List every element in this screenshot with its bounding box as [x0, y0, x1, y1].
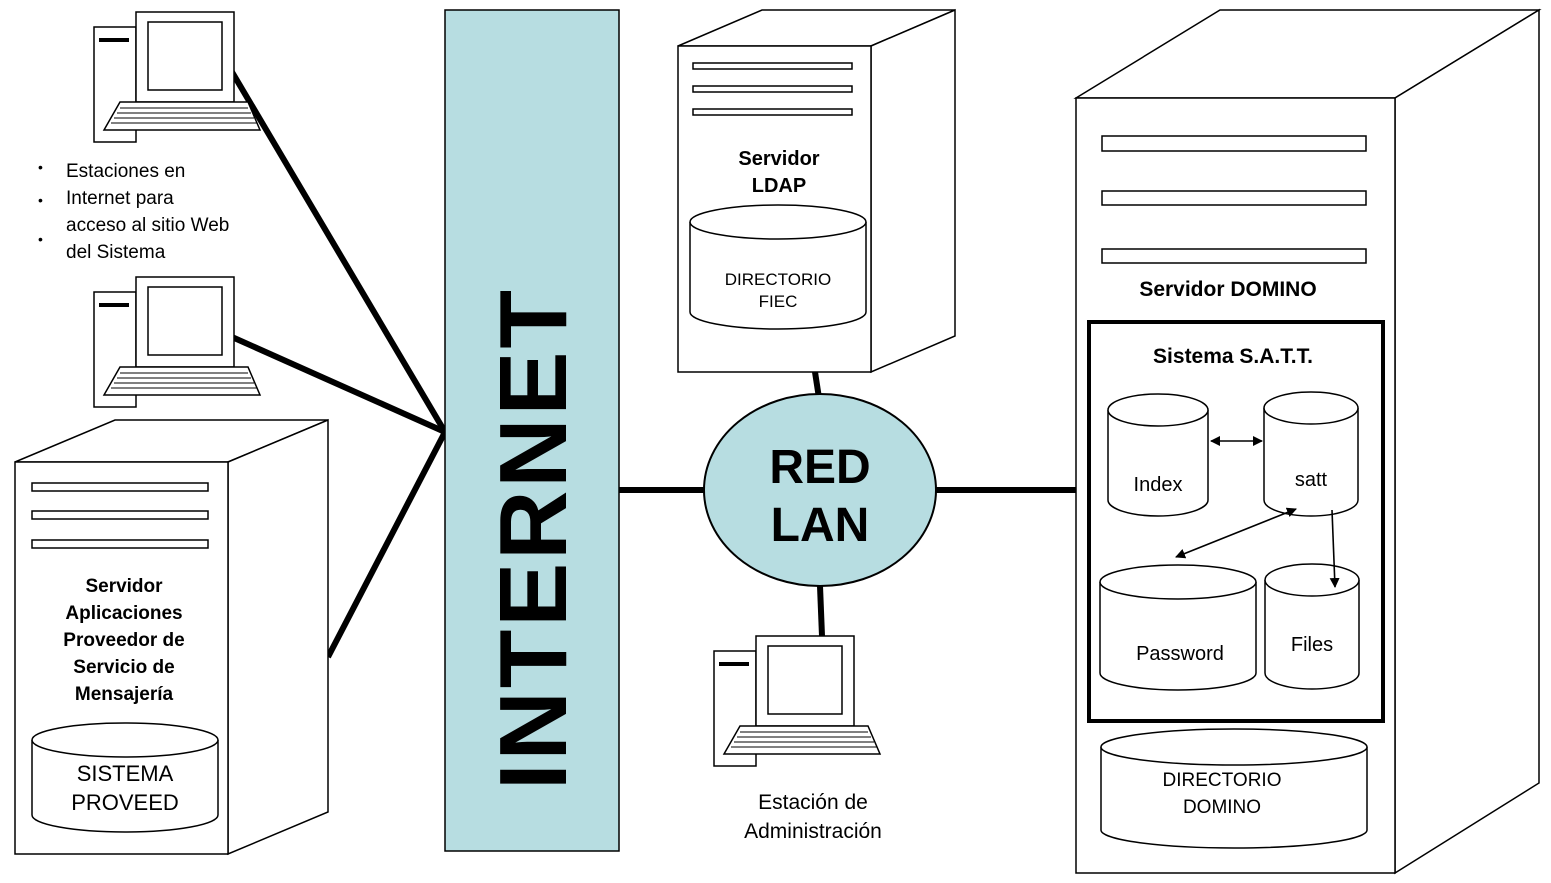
drive-slot: [31, 539, 209, 549]
servidor-proveedor: Servidor Aplicaciones Proveedor de Servi…: [14, 418, 329, 856]
drive-slot: [1101, 248, 1367, 264]
ldap-db-line2: FIEC: [759, 292, 798, 311]
database-icon: [31, 722, 219, 833]
db-satt-label: satt: [1295, 469, 1328, 491]
servidor-ldap: Servidor LDAP DIRECTORIO FIEC: [677, 8, 956, 374]
red-lan: RED LAN: [703, 393, 937, 587]
database-icon: [1264, 563, 1360, 690]
ldap-title-line1: Servidor: [738, 148, 819, 170]
drive-slot: [692, 85, 853, 93]
satt-system-title: Sistema S.A.T.T.: [1153, 345, 1313, 368]
internet-bar: [444, 9, 620, 852]
proveedor-db-line2: PROVEED: [71, 790, 179, 815]
internet-cloud: INTERNET: [444, 9, 620, 852]
bullet-icon: •: [38, 159, 43, 175]
database-icon: [1099, 564, 1257, 691]
servidor-domino: Servidor DOMINO Sistema S.A.T.T. Index s…: [1073, 8, 1542, 875]
bullet-icon: •: [38, 192, 43, 208]
drive-slot: [692, 62, 853, 70]
arrow-satt-files: [1329, 509, 1340, 588]
server-side-face: [870, 8, 956, 374]
database-icon: [1100, 728, 1368, 849]
ldap-db-line1: DIRECTORIO: [725, 270, 831, 289]
stations-caption-line4: del Sistema: [66, 242, 166, 263]
db-index-label: Index: [1134, 474, 1183, 496]
red-lan-line2: LAN: [771, 499, 870, 552]
proveedor-title-line5: Mensajería: [75, 684, 174, 705]
database-icon: [689, 204, 867, 330]
stations-caption-line3: acceso al sitio Web: [66, 215, 229, 236]
link-station-middle: [230, 334, 447, 435]
internet-label: INTERNET: [480, 290, 587, 790]
arrow-satt-password: [1175, 507, 1297, 559]
stations-caption: • • • Estaciones en Internet para acceso…: [38, 159, 229, 263]
estacion-administracion: Estación de Administración: [713, 635, 882, 843]
admin-caption-line1: Estación de: [758, 791, 868, 814]
drive-slot: [31, 482, 209, 492]
db-files-label: Files: [1291, 634, 1333, 656]
drive-slot: [692, 108, 853, 116]
ldap-title-line2: LDAP: [752, 175, 806, 197]
computer-icon: [93, 276, 261, 408]
db-password-label: Password: [1136, 643, 1224, 665]
proveedor-db-line1: SISTEMA: [77, 761, 174, 786]
server-side-face: [227, 418, 329, 856]
link-proveedor-server: [325, 430, 448, 659]
admin-caption-line2: Administración: [744, 820, 882, 843]
domino-title: Servidor DOMINO: [1139, 278, 1316, 301]
bullet-icon: •: [38, 231, 43, 247]
computer-icon: [713, 635, 881, 767]
drive-slot: [1101, 135, 1367, 152]
stations-caption-line2: Internet para: [66, 188, 174, 209]
internet-stations: • • • Estaciones en Internet para acceso…: [38, 11, 261, 408]
stations-caption-line1: Estaciones en: [66, 161, 185, 182]
drive-slot: [31, 510, 209, 520]
proveedor-title-line1: Servidor: [85, 576, 163, 597]
red-lan-line1: RED: [769, 441, 870, 494]
link-lan-admin: [817, 585, 825, 637]
domino-directory-line2: DOMINO: [1183, 797, 1261, 818]
database-icon: [1263, 391, 1359, 517]
connection-lines: [229, 70, 1076, 659]
proveedor-title-line3: Proveedor de: [63, 630, 184, 651]
link-station-top: [229, 70, 448, 434]
proveedor-title-line4: Servicio de: [73, 657, 174, 678]
database-icon: [1107, 393, 1209, 517]
domino-directory-line1: DIRECTORIO: [1163, 770, 1282, 791]
proveedor-title-line2: Aplicaciones: [65, 603, 182, 624]
drive-slot: [1101, 190, 1367, 206]
red-lan-ellipse: [703, 393, 937, 587]
server-side-face: [1394, 8, 1540, 875]
